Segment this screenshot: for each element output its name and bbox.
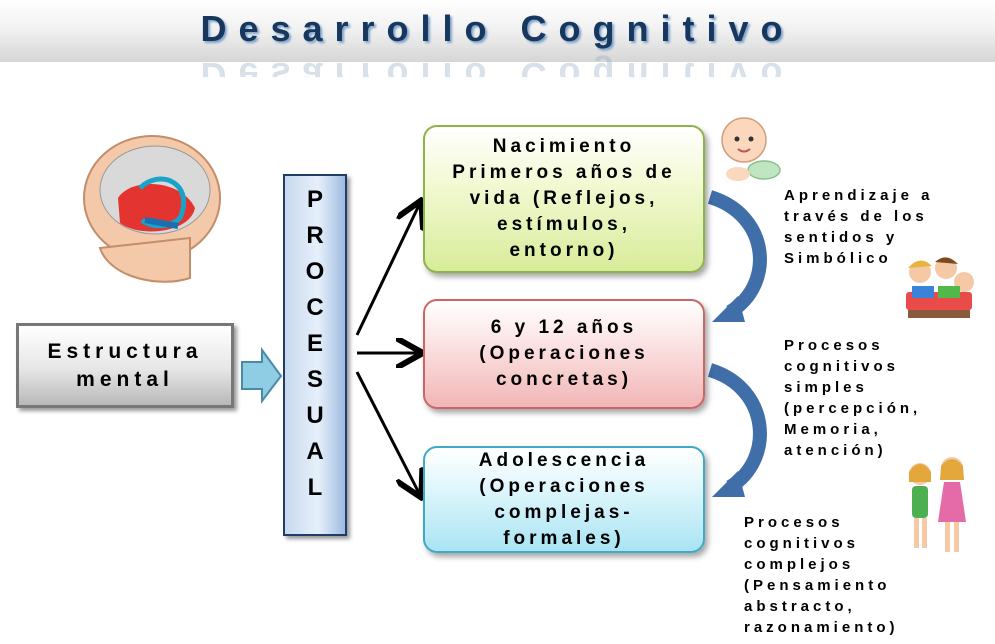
kids-reading-icon [898, 252, 980, 324]
curve-arrow-1-head [712, 296, 745, 322]
stage-1-box: Nacimiento Primeros años de vida (Reflej… [423, 125, 705, 273]
procesual-box: PROCESUAL [283, 174, 347, 536]
procesual-label: PROCESUAL [305, 186, 325, 501]
note-1: Aprendizaje a través de los sentidos y S… [784, 187, 934, 267]
stage-2-label: 6 y 12 años (Operaciones concretas) [479, 317, 649, 390]
curve-arrow-2 [707, 363, 767, 493]
girls-icon [898, 452, 978, 562]
baby-icon [716, 112, 784, 184]
arrow-to-stage-1 [355, 203, 420, 336]
note-3: Procesos cognitivos complejos (Pensamien… [744, 514, 899, 636]
page-title: Desarrollo Cognitivo [200, 8, 795, 49]
title-banner [0, 0, 995, 62]
estructura-mental-box: Estructura mental [16, 323, 234, 408]
root-to-hub-arrow [241, 346, 283, 404]
note-2: Procesos cognitivos simples (percepción,… [784, 337, 922, 459]
stage-3-box: Adolescencia (Operaciones complejas-form… [423, 446, 705, 553]
brain-icon [70, 128, 225, 288]
stage-3-label: Adolescencia (Operaciones complejas-form… [478, 449, 650, 549]
curve-arrow-1 [707, 190, 767, 318]
stage-2-box: 6 y 12 años (Operaciones concretas) [423, 299, 705, 409]
estructura-mental-label: Estructura mental [47, 339, 203, 391]
stage-1-label: Nacimiento Primeros años de vida (Reflej… [452, 136, 676, 261]
curve-arrow-2-head [712, 471, 745, 497]
arrow-to-stage-3 [355, 371, 420, 495]
